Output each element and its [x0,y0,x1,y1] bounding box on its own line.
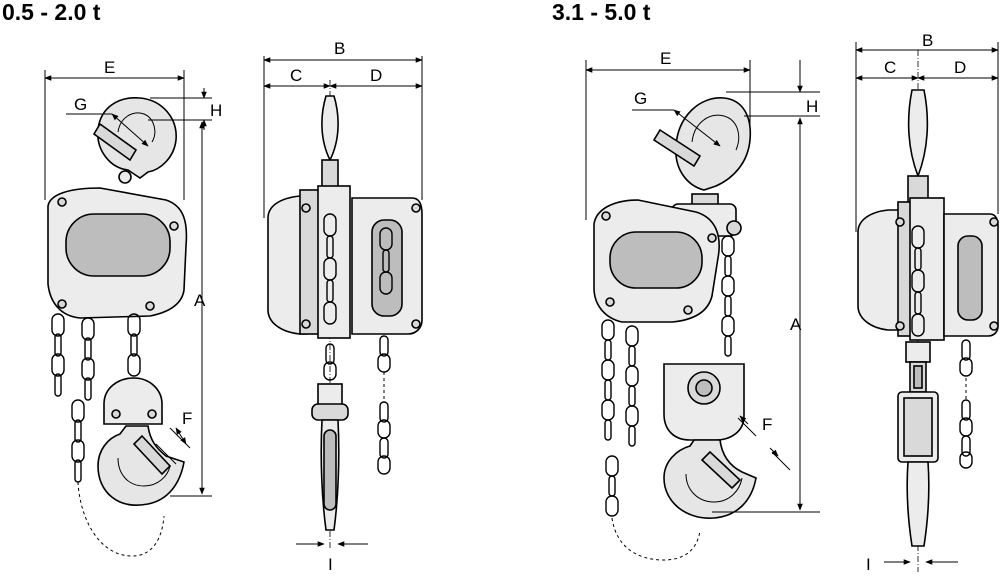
bottom-hook [663,439,757,519]
dim-label-d: D [954,58,966,77]
hoist-large-front-view [593,97,757,561]
dim-label-i: I [328,555,333,574]
dim-label-d: D [370,66,382,85]
dim-label-e: E [660,49,671,68]
heading-small-capacity: 0.5 - 2.0 t [2,0,101,25]
hoist-large-side-view [857,50,999,572]
dim-label-e: E [104,58,115,77]
load-chain [721,235,735,357]
hand-chain [601,319,639,517]
housing-window [609,231,703,289]
dims-small-side: B C D I [263,39,423,574]
dim-label-g: G [74,95,87,114]
dims-large-side: B C D I [855,31,999,574]
dim-label-b: B [922,31,933,50]
housing-window [65,213,171,277]
load-chain [127,313,141,377]
dim-label-a: A [790,315,802,334]
dim-label-c: C [884,58,896,77]
hoist-small-front-view [47,97,188,557]
side-housing [857,209,901,331]
top-hook [675,97,752,191]
dim-label-i: I [866,555,871,574]
dims-large-front: E H G A F [585,49,820,513]
hand-chain-middle [81,317,95,401]
dim-label-f: F [182,409,192,428]
hand-chain-left [51,313,85,483]
hoist-small-side-view [267,80,423,548]
dim-label-a: A [194,291,206,310]
dim-label-g: G [634,89,647,108]
bottom-hook [97,425,185,506]
dim-label-f: F [762,415,772,434]
dim-label-c: C [290,66,302,85]
dims-small-front: E H G A F [44,58,222,497]
dim-label-h: H [210,101,222,120]
heading-large-capacity: 3.1 - 5.0 t [552,0,651,25]
dim-label-b: B [334,39,345,58]
dim-label-h: H [806,97,818,116]
